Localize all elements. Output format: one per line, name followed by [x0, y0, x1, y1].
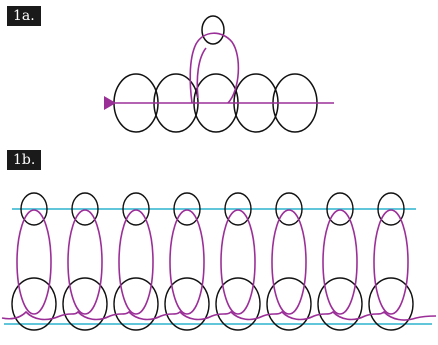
thread-loops: [17, 210, 408, 314]
bottom-bead-row: [12, 278, 413, 330]
thread-loop-inner: [197, 48, 206, 98]
bead: [202, 16, 224, 44]
figure-1a: [104, 16, 334, 132]
figure-1b: [2, 193, 436, 330]
